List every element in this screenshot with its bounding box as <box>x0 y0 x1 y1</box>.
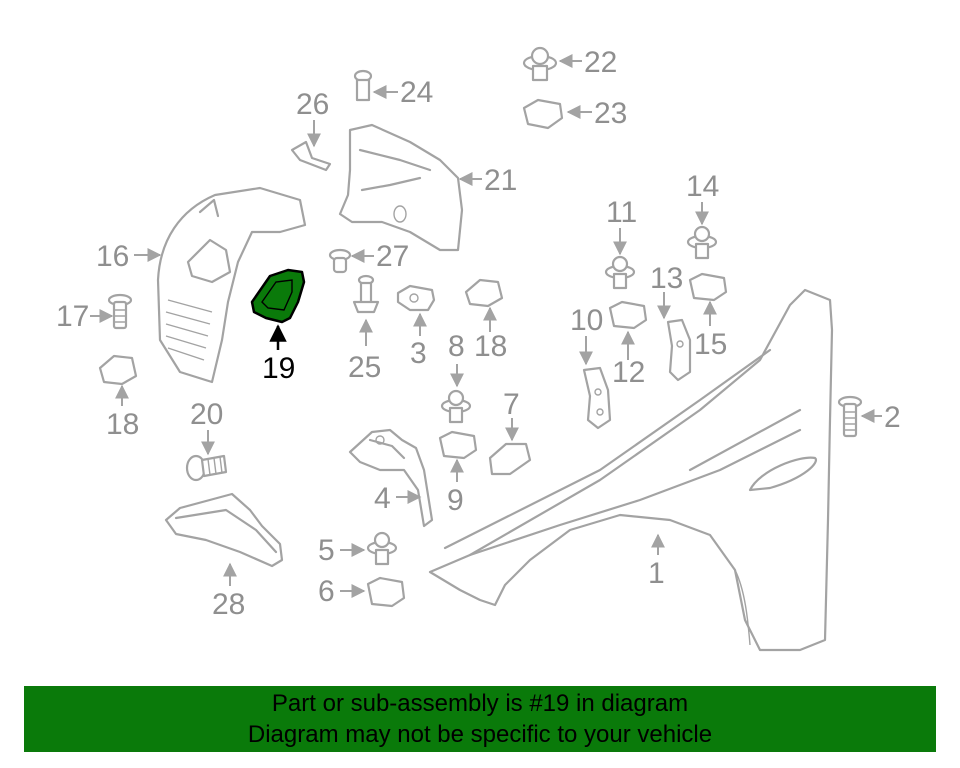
part-10-bracket <box>582 366 612 430</box>
part-2-bolt <box>837 395 863 438</box>
label-9: 9 <box>447 484 464 517</box>
label-13: 13 <box>650 262 683 295</box>
label-1: 1 <box>648 557 665 590</box>
part-16-wheel-arch-liner <box>156 186 307 384</box>
label-3: 3 <box>410 337 427 370</box>
label-5: 5 <box>318 534 335 567</box>
part-13-bracket <box>666 318 692 382</box>
label-23: 23 <box>594 97 627 130</box>
part-12-clip <box>608 300 648 330</box>
label-6: 6 <box>318 575 335 608</box>
label-18-right: 18 <box>474 330 507 363</box>
callout-numbers: 1 2 3 4 5 6 7 8 9 10 11 12 13 14 15 16 1… <box>56 46 901 621</box>
part-18-clip-right <box>464 278 504 308</box>
label-16: 16 <box>96 240 129 273</box>
part-3-clip <box>396 284 436 312</box>
banner-line-1: Part or sub-assembly is #19 in diagram <box>271 690 689 717</box>
part-25-push-pin <box>352 274 380 314</box>
part-4-bracket <box>348 428 434 528</box>
part-24-push-pin <box>353 69 373 102</box>
part-5-bolt <box>366 531 398 566</box>
part-6-clip <box>366 576 406 608</box>
label-15: 15 <box>694 328 727 361</box>
info-banner: Part or sub-assembly is #19 in diagram D… <box>24 686 936 752</box>
label-28: 28 <box>212 588 245 621</box>
label-22: 22 <box>584 46 617 79</box>
label-26: 26 <box>296 88 329 121</box>
part-26-bracket <box>290 140 332 172</box>
label-7: 7 <box>503 388 520 421</box>
part-20-screw <box>185 454 228 482</box>
label-27: 27 <box>376 240 409 273</box>
part-8-bolt <box>440 389 472 424</box>
label-4: 4 <box>374 482 391 515</box>
part-14-bolt <box>686 225 718 260</box>
part-19-highlighted <box>250 268 306 324</box>
label-17: 17 <box>56 300 89 333</box>
part-21-panel <box>338 123 464 252</box>
label-2: 2 <box>884 401 901 434</box>
label-24: 24 <box>400 76 433 109</box>
label-11: 11 <box>606 196 637 229</box>
label-19: 19 <box>262 352 295 385</box>
part-11-bolt <box>604 255 636 290</box>
label-14: 14 <box>686 170 719 203</box>
callout-lines <box>90 54 882 598</box>
part-7-bracket <box>488 442 532 476</box>
label-21: 21 <box>484 164 517 197</box>
banner-line-2: Diagram may not be specific to your vehi… <box>247 721 713 748</box>
part-23-clip <box>522 98 564 130</box>
label-25: 25 <box>348 351 381 384</box>
parts-diagram: 1 2 3 4 5 6 7 8 9 10 11 12 13 14 15 16 1… <box>56 46 901 652</box>
part-27-push-pin <box>328 248 352 274</box>
part-18-clip-left <box>98 354 138 386</box>
label-18-left: 18 <box>106 408 139 441</box>
part-15-clip <box>688 272 728 302</box>
part-9-clip <box>438 430 478 460</box>
label-20: 20 <box>190 398 223 431</box>
part-22-bolt <box>522 46 558 82</box>
part-1-fender <box>428 288 834 652</box>
part-17-bolt <box>107 293 133 330</box>
label-10: 10 <box>570 304 603 337</box>
label-8: 8 <box>448 330 465 363</box>
part-28-deflector <box>164 492 284 568</box>
label-12: 12 <box>612 356 645 389</box>
